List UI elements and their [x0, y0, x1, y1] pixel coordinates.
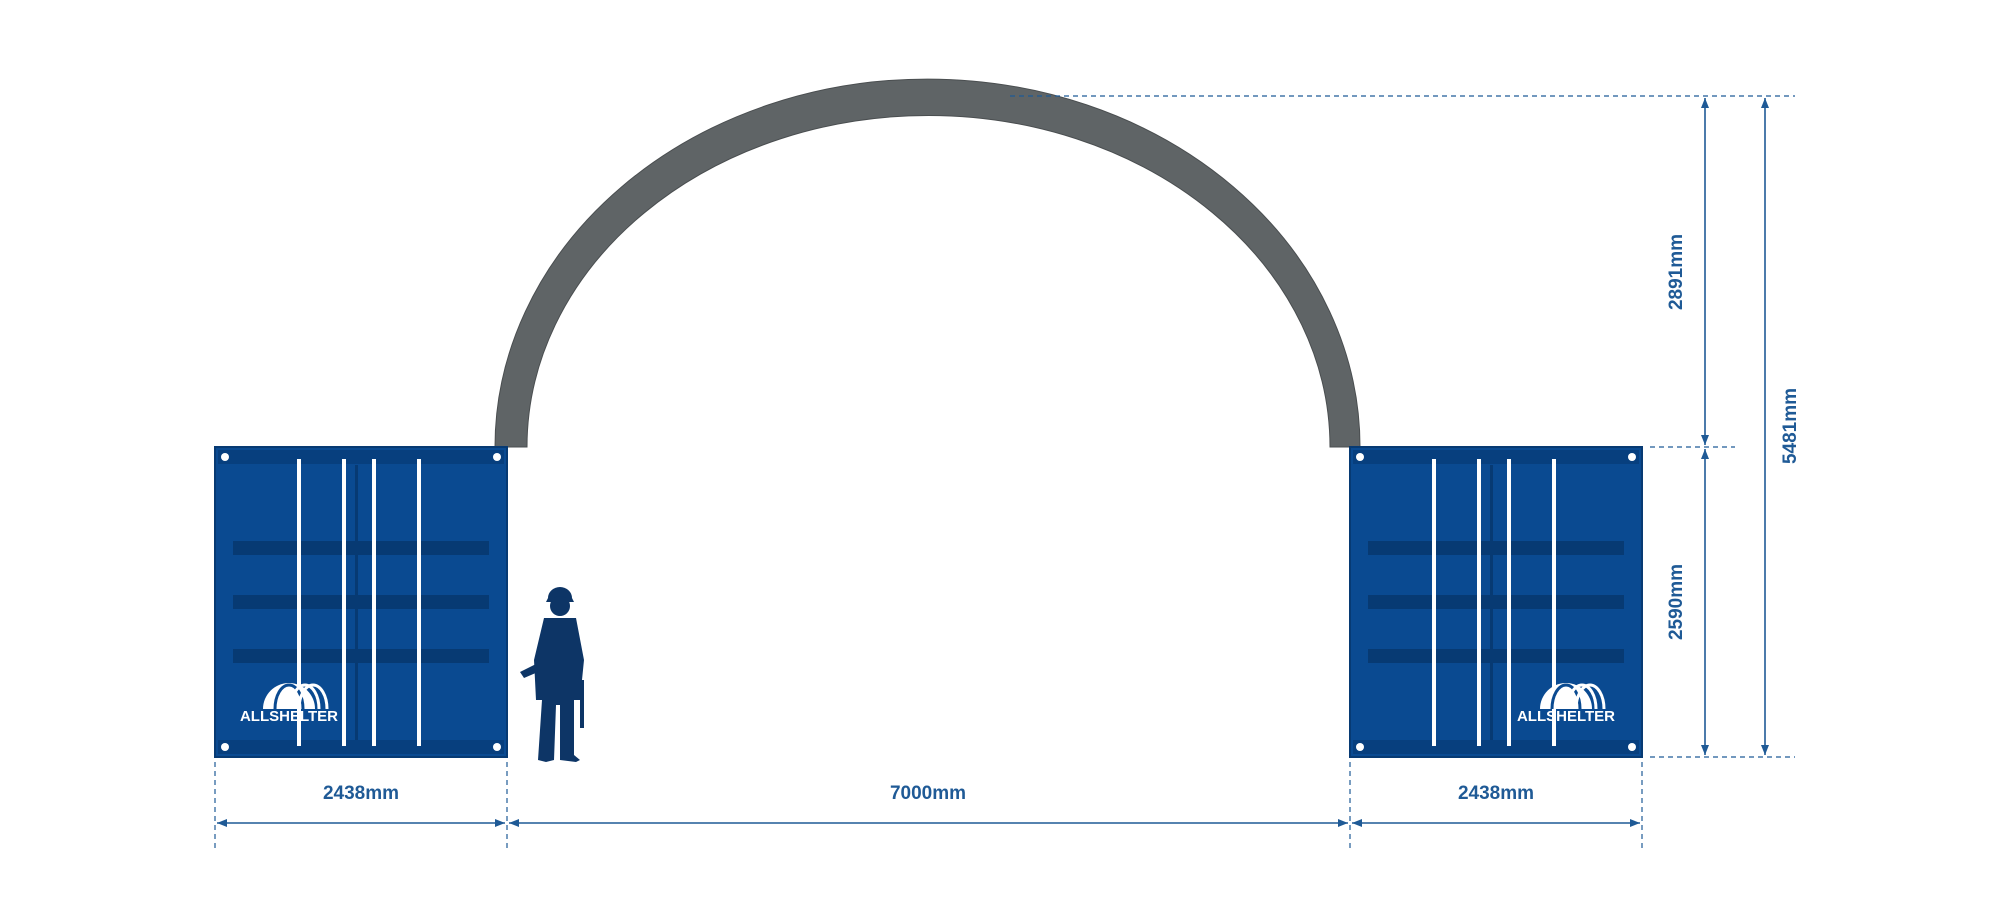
allshelter-logo-icon [263, 683, 329, 710]
left-container: ALLSHELTER [214, 446, 508, 758]
right-container: ALLSHELTER [1349, 446, 1643, 758]
allshelter-logo-icon [1540, 683, 1606, 710]
right-container-logo-text: ALLSHELTER [1517, 708, 1615, 725]
left-container-width-label: 2438mm [323, 783, 399, 804]
total-height-label: 5481mm [1780, 388, 1801, 464]
span-width-label: 7000mm [890, 783, 966, 804]
vertical-dimensions [1010, 95, 1795, 758]
container-height-label: 2590mm [1666, 564, 1687, 640]
right-container-width-label: 2438mm [1458, 783, 1534, 804]
arch-roof [494, 78, 1361, 448]
left-container-logo-text: ALLSHELTER [240, 708, 338, 725]
arch-height-label: 2891mm [1666, 234, 1687, 310]
horizontal-dimensions [214, 762, 1643, 852]
worker-silhouette-icon [520, 587, 584, 762]
